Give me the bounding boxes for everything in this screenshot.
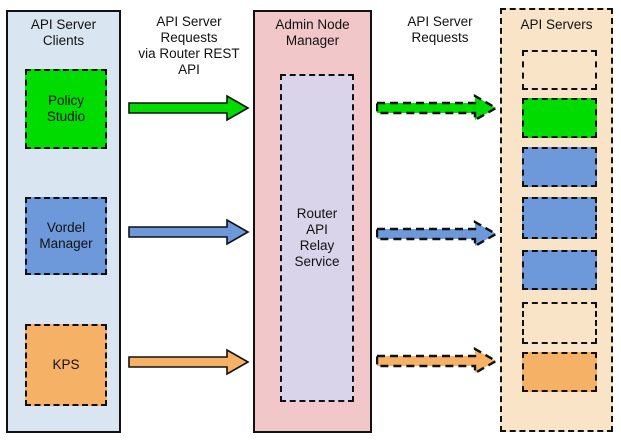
api-server-clients-panel: API Server Clients Policy Studio Vordel … xyxy=(6,10,121,433)
relay-green-dashed-arrow-icon xyxy=(376,94,498,122)
kps-label: KPS xyxy=(52,357,80,372)
api-server-slot-7 xyxy=(522,352,597,392)
api-servers-panel: API Servers xyxy=(500,8,613,432)
api-server-slot-2 xyxy=(522,98,597,138)
policy-studio-node: Policy Studio xyxy=(25,69,107,149)
admin-node-manager-title: Admin Node Manager xyxy=(275,17,350,48)
left-flow-label: API Server Requests via Router REST API xyxy=(138,14,240,77)
api-server-clients-title: API Server Clients xyxy=(30,17,97,48)
api-server-slot-6 xyxy=(522,302,597,344)
api-server-slot-4 xyxy=(522,197,597,239)
api-server-slot-5 xyxy=(522,250,597,290)
vordel-manager-arrow-icon xyxy=(128,218,250,246)
vordel-manager-label: Vordel Manager xyxy=(39,220,93,251)
relay-orange-dashed-arrow-icon xyxy=(376,347,498,375)
right-flow-label: API Server Requests xyxy=(407,14,473,45)
policy-studio-arrow-icon xyxy=(128,94,250,122)
kps-arrow-icon xyxy=(128,348,250,376)
router-api-relay-service-label: Router API Relay Service xyxy=(294,206,340,269)
admin-node-manager-panel: Admin Node Manager Router API Relay Serv… xyxy=(253,10,372,433)
api-servers-title: API Servers xyxy=(520,17,593,32)
vordel-manager-node: Vordel Manager xyxy=(25,197,107,275)
api-server-slot-1 xyxy=(522,50,597,90)
router-api-relay-service-node: Router API Relay Service xyxy=(280,74,354,402)
api-server-slot-3 xyxy=(522,147,597,187)
policy-studio-label: Policy Studio xyxy=(46,93,86,124)
kps-node: KPS xyxy=(25,324,107,406)
relay-blue-dashed-arrow-icon xyxy=(376,220,498,248)
